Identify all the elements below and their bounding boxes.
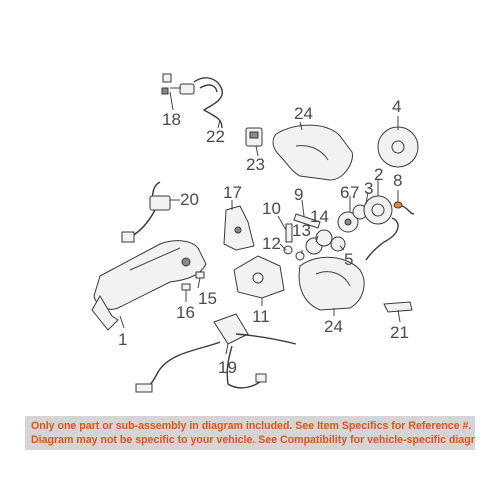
callout-17: 17	[223, 183, 242, 202]
part-11-housing	[233, 255, 285, 299]
callout-12: 12	[262, 234, 281, 253]
part-1-column	[91, 240, 207, 331]
part-18-bracket	[161, 73, 195, 95]
part-14-bearing	[305, 229, 333, 255]
callout-16: 16	[176, 303, 195, 322]
part-20-harness	[121, 181, 171, 243]
part-10-pin	[285, 223, 293, 243]
part-17-bracket	[223, 205, 255, 251]
part-22-cable	[193, 77, 224, 129]
disclaimer-line-2: Diagram may not be specific to your vehi…	[31, 434, 475, 446]
part-15-clip	[195, 271, 205, 279]
callout-11: 11	[252, 307, 270, 326]
part-3-2-coil	[363, 195, 399, 261]
callout-14: 14	[310, 207, 329, 226]
part-8-highlighted	[393, 201, 415, 215]
callout-23: 23	[246, 155, 265, 174]
part-24-lower-shroud	[298, 256, 365, 311]
part-16-clip	[181, 283, 191, 291]
part-9-shaft	[293, 213, 321, 229]
callout-19: 19	[218, 358, 237, 377]
callout-24-bottom: 24	[324, 317, 343, 336]
part-24-upper-shroud	[272, 124, 354, 181]
callout-22: 22	[206, 127, 225, 146]
part-13-washer	[295, 251, 305, 261]
part-23-switch	[245, 127, 263, 147]
callout-15: 15	[198, 289, 217, 308]
callout-10: 10	[262, 199, 281, 218]
callout-1: 1	[118, 330, 127, 349]
callout-18: 18	[162, 110, 181, 129]
callout-8: 8	[393, 171, 402, 190]
callout-3: 3	[364, 179, 373, 198]
part-19-switch	[135, 313, 297, 393]
part-21-lever	[383, 301, 413, 313]
part-12-nut	[283, 245, 293, 255]
callout-21: 21	[390, 323, 409, 342]
callout-7: 7	[350, 183, 359, 202]
callout-2: 2	[374, 165, 383, 184]
callout-6: 6	[340, 183, 349, 202]
disclaimer-banner: Only one part or sub-assembly in diagram…	[25, 416, 475, 450]
callout-5: 5	[344, 250, 353, 269]
callout-13: 13	[292, 221, 311, 240]
part-6-7-gear	[337, 204, 368, 233]
disclaimer-line-1: Only one part or sub-assembly in diagram…	[31, 420, 472, 432]
callout-4: 4	[392, 97, 401, 116]
leader-lines	[119, 91, 401, 355]
callout-9: 9	[294, 185, 303, 204]
part-4-cover	[377, 126, 419, 168]
callout-20: 20	[180, 190, 199, 209]
callout-24-top: 24	[294, 104, 313, 123]
